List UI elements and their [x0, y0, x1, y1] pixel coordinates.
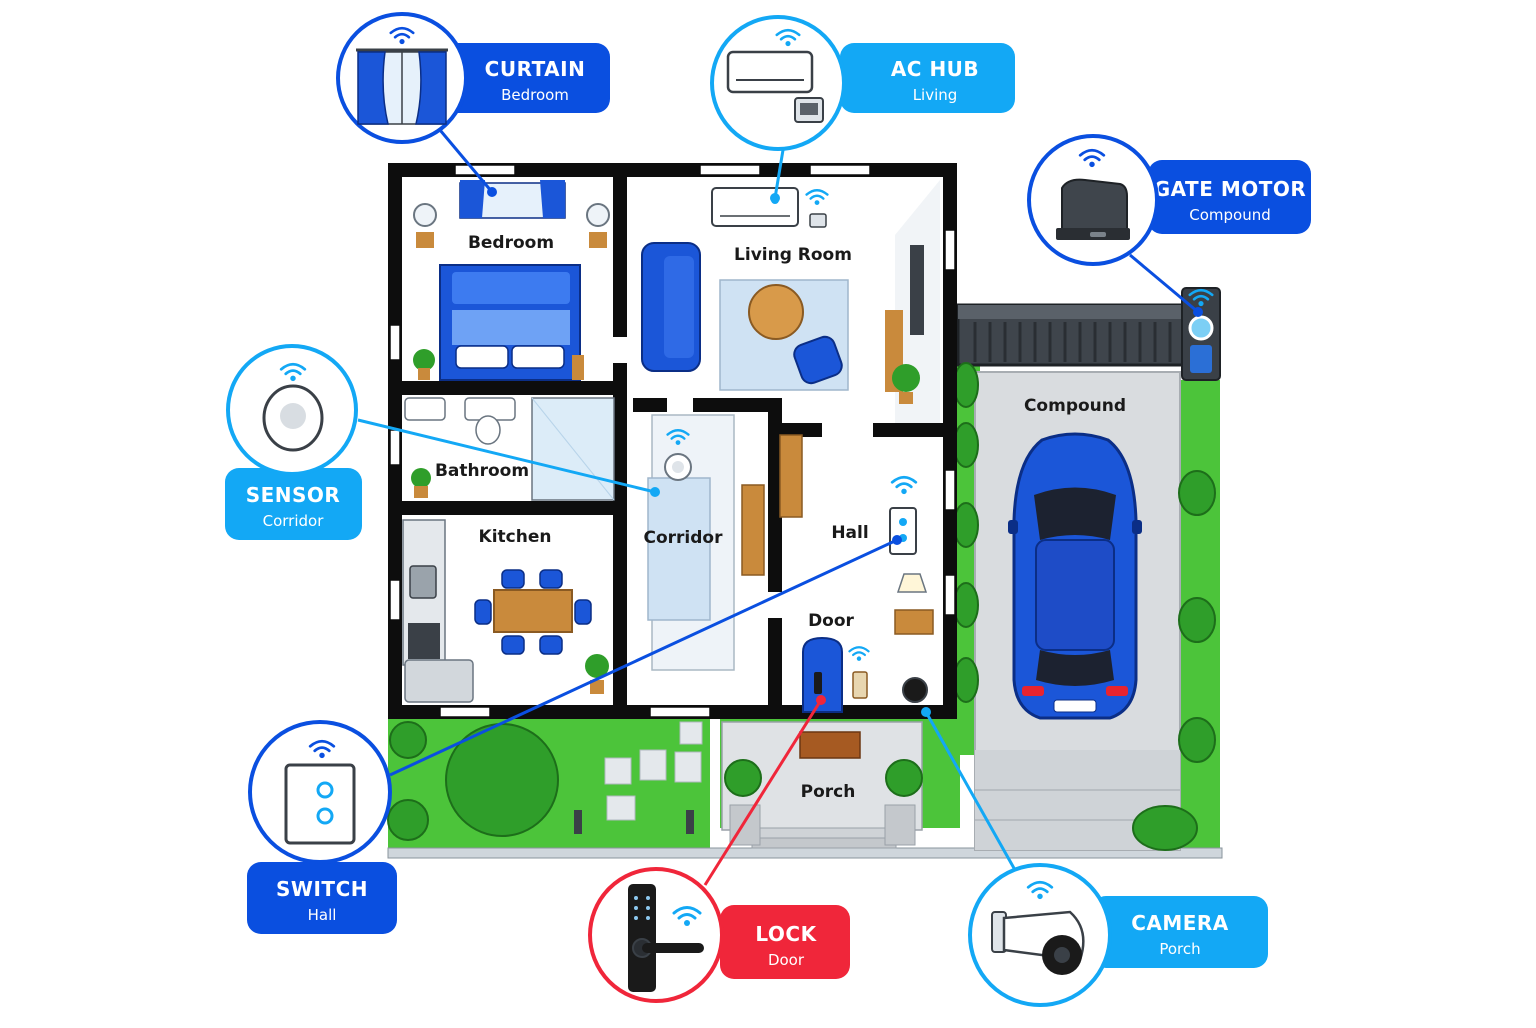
room-label-living-room: Living Room: [734, 245, 852, 265]
device-callout-gate-motor[interactable]: GATE MOTOR Compound: [1027, 134, 1311, 266]
sensor-tag: [225, 468, 362, 540]
lock-location: Door: [768, 951, 805, 969]
ac-hub-title: AC HUB: [891, 57, 979, 81]
bedroom-furniture: [413, 180, 610, 381]
device-callout-sensor[interactable]: SENSOR Corridor: [225, 344, 362, 540]
switch-location: Hall: [308, 906, 337, 924]
camera-location: Porch: [1159, 940, 1200, 958]
living-room-furniture: [641, 187, 924, 404]
camera-title: CAMERA: [1131, 911, 1229, 935]
gate-motor-icon: [1056, 178, 1130, 240]
sensor-title: SENSOR: [246, 483, 341, 507]
room-label-porch: Porch: [801, 782, 856, 802]
room-label-kitchen: Kitchen: [479, 527, 552, 547]
room-label-compound: Compound: [1024, 396, 1126, 416]
device-callout-camera[interactable]: CAMERA Porch: [968, 863, 1268, 1007]
device-callout-ac-hub[interactable]: AC HUB Living: [710, 15, 1015, 151]
device-callout-lock[interactable]: LOCK Door: [588, 867, 850, 1003]
connector-lines: [357, 129, 1199, 886]
switch-tag: [247, 862, 397, 934]
compound-shrubs: [953, 362, 1216, 851]
smart-lock-icon: [628, 884, 704, 992]
curtain-tag: [440, 43, 610, 113]
ac-hub-tag: [840, 43, 1015, 113]
garden-plants: [387, 721, 923, 841]
light-switch-icon: [284, 763, 356, 845]
kitchen-furniture: [402, 519, 609, 703]
car: [1008, 432, 1142, 720]
compound-gate: [956, 287, 1221, 381]
connector-endpoints: [487, 187, 1203, 717]
lock-title: LOCK: [755, 922, 817, 946]
device-callout-switch[interactable]: SWITCH Hall: [247, 720, 397, 934]
curtain-title: CURTAIN: [485, 57, 586, 81]
corridor-area: [647, 414, 765, 671]
room-label-bathroom: Bathroom: [435, 461, 529, 481]
windows: [389, 164, 956, 718]
hall-furniture: [779, 434, 934, 713]
curtain-location: Bedroom: [501, 86, 569, 104]
room-label-corridor: Corridor: [644, 528, 724, 548]
room-label-bedroom: Bedroom: [468, 233, 554, 253]
security-camera-icon: [991, 910, 1085, 975]
room-label-hall: Hall: [831, 523, 868, 543]
gate-motor-location: Compound: [1189, 206, 1271, 224]
bathroom-fixtures: [404, 397, 615, 501]
gate-motor-tag: [1148, 160, 1311, 234]
room-label-door: Door: [808, 611, 854, 631]
motion-sensor-icon: [262, 384, 324, 452]
lock-tag: [720, 905, 850, 979]
camera-tag: [1092, 896, 1268, 968]
ac-unit-icon: [726, 50, 824, 123]
ac-hub-location: Living: [913, 86, 958, 104]
curtain-icon: [356, 48, 448, 125]
gate-motor-title: GATE MOTOR: [1154, 177, 1307, 201]
switch-title: SWITCH: [276, 877, 368, 901]
sensor-location: Corridor: [263, 512, 325, 530]
device-callout-curtain[interactable]: CURTAIN Bedroom: [336, 12, 610, 144]
